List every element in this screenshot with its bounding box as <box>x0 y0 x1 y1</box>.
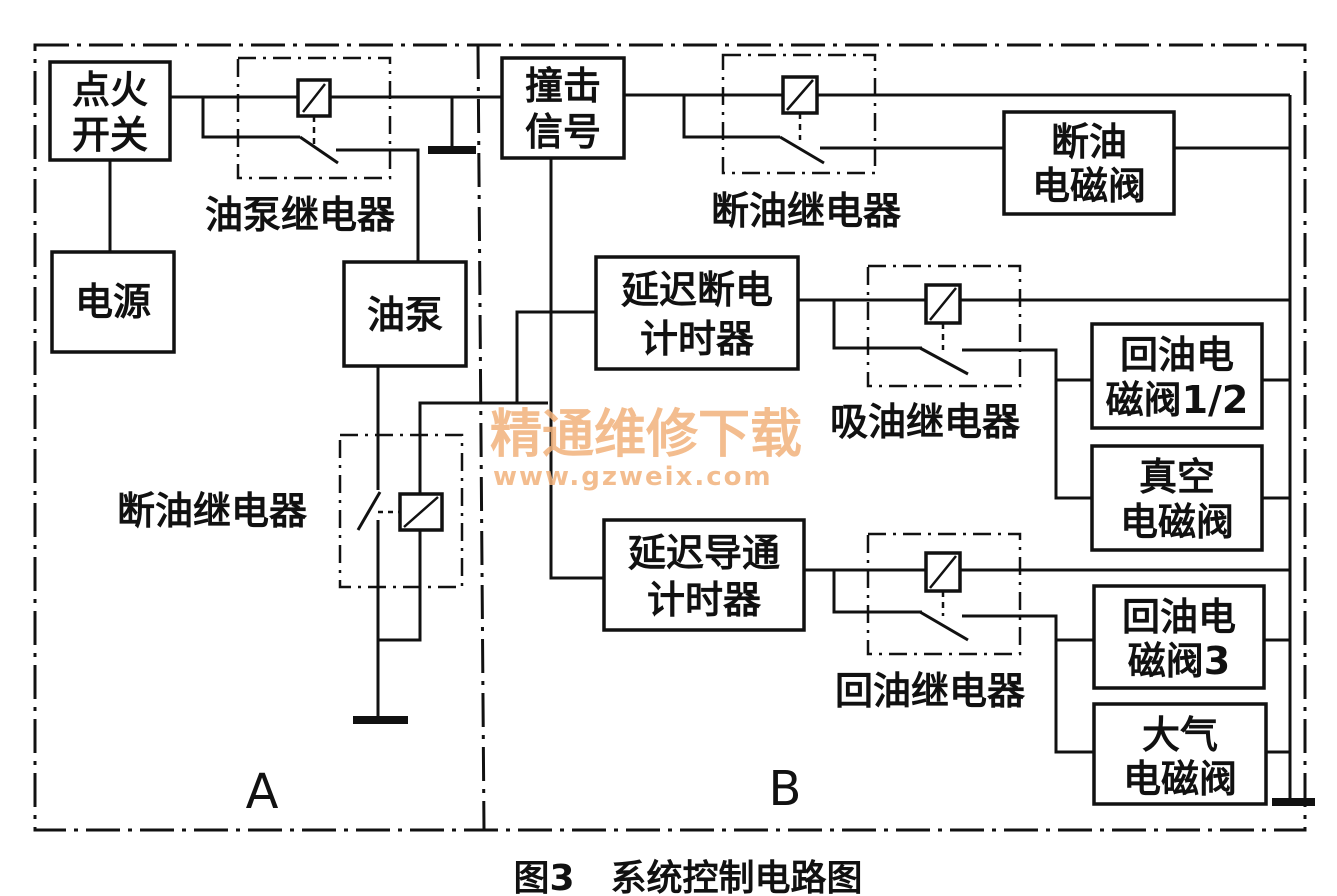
return-valve-3-label-1: 回油电 <box>1122 595 1236 639</box>
delay-cutoff-timer-label-2: 计时器 <box>640 317 755 361</box>
delay-cutoff-timer-box <box>594 255 800 371</box>
fuel-cut-relay-a-contact <box>356 491 382 531</box>
fuel-pump-relay-frame <box>236 56 392 180</box>
return-relay-contact <box>919 610 969 642</box>
return-valve-12-box <box>1090 322 1264 430</box>
section-label-b: B <box>769 761 802 817</box>
outer-frame <box>33 43 1307 832</box>
wire-signal-bus <box>549 158 604 580</box>
crash-signal-box <box>500 56 626 160</box>
fuel-cut-solenoid-box <box>1002 110 1176 216</box>
ignition-switch-label-1: 点火 <box>72 68 148 112</box>
crash-signal-label-2: 信号 <box>525 110 601 154</box>
delay-conduct-timer-label-2: 计时器 <box>647 578 762 622</box>
ignition-switch-label-2: 开关 <box>72 113 148 157</box>
return-valve-12-label-1: 回油电 <box>1120 333 1234 377</box>
return-valve-3-box <box>1092 584 1266 690</box>
figure-caption: 图3 系统控制电路图 <box>513 858 862 896</box>
suction-relay-contact <box>919 346 969 376</box>
suction-relay-frame <box>866 264 1022 388</box>
delay-conduct-timer-box <box>602 518 806 632</box>
section-label-a: A <box>246 764 279 820</box>
fuel-cut-relay-a-label: 断油继电器 <box>117 489 308 533</box>
power-supply-label: 电源 <box>75 280 151 324</box>
delay-cutoff-timer-label-1: 延迟断电 <box>621 268 773 312</box>
return-valve-12-label-2: 磁阀1/2 <box>1106 378 1249 422</box>
fuel-pump-label: 油泵 <box>367 293 443 337</box>
atmos-valve-label-1: 大气 <box>1142 713 1218 757</box>
return-relay-label: 回油继电器 <box>835 669 1026 713</box>
vacuum-valve-label-1: 真空 <box>1139 455 1215 499</box>
crash-signal-label-1: 撞击 <box>525 64 601 108</box>
wire-ignition-contact <box>201 97 300 139</box>
fuel-cut-solenoid-label-2: 电磁阀 <box>1032 164 1146 208</box>
section-divider <box>476 44 486 831</box>
delay-conduct-timer-label-1: 延迟导通 <box>628 531 780 575</box>
watermark-url: www.gzweix.com <box>493 462 773 492</box>
fuel-cut-solenoid-label-1: 断油 <box>1051 120 1127 164</box>
fuel-pump-box <box>342 260 468 368</box>
vacuum-valve-label-2: 电磁阀 <box>1120 500 1234 544</box>
fuel-cut-relay-b-frame <box>721 53 877 175</box>
atmos-valve-box <box>1092 702 1268 806</box>
wire-to-delay-cutoff <box>515 310 596 403</box>
fuel-cut-relay-b-contact <box>779 135 825 165</box>
vacuum-valve-box <box>1090 444 1264 552</box>
atmos-valve-label-2: 电磁阀 <box>1123 757 1237 801</box>
fuel-pump-relay-label: 油泵继电器 <box>205 193 396 237</box>
fuel-pump-relay-contact <box>299 135 339 165</box>
fuel-cut-relay-b-label: 断油继电器 <box>711 189 902 233</box>
return-valve-3-label-2: 磁阀3 <box>1128 639 1230 683</box>
power-supply-box <box>50 250 176 354</box>
wire-coil-to-signal <box>418 401 548 494</box>
watermark-cn: 精通维修下载 <box>490 405 802 465</box>
fuel-cut-relay-a-frame <box>338 433 464 589</box>
wire-relay-to-pump <box>336 148 420 262</box>
suction-relay-label: 吸油继电器 <box>830 400 1021 444</box>
return-relay-frame <box>866 532 1022 656</box>
